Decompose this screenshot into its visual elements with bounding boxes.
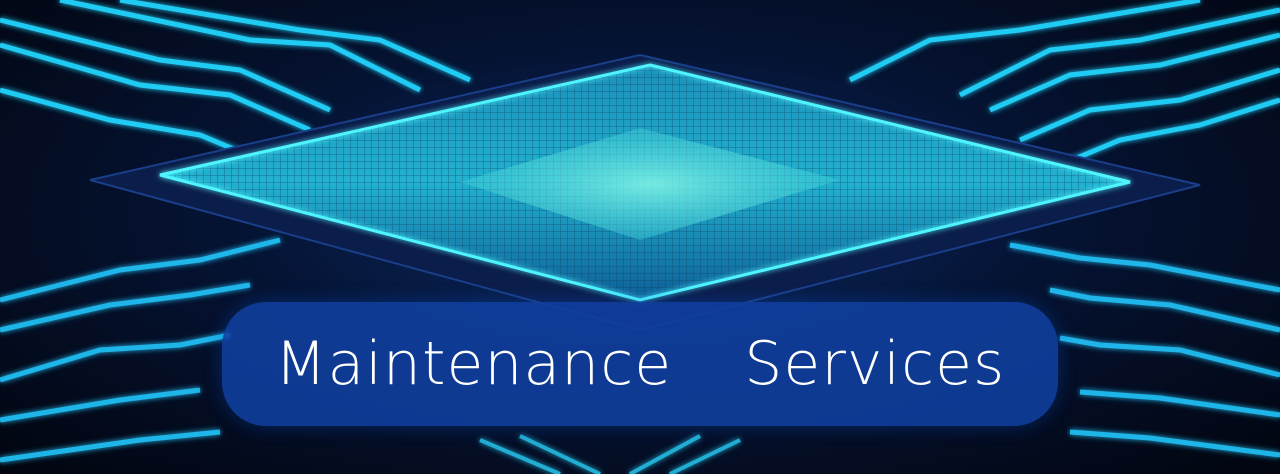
chip-die-edge <box>159 63 1131 302</box>
circuit-traces-bottom-right <box>1009 242 1280 458</box>
circuit-traces-top-right <box>848 0 1280 168</box>
circuit-traces-bottom-left <box>0 237 281 463</box>
banner-title: Maintenance Services <box>274 329 1006 399</box>
circuit-traces-bottom-center <box>479 434 741 474</box>
chip-core <box>460 128 840 240</box>
circuit-traces-top-left <box>0 0 472 163</box>
title-pill: Maintenance Services <box>222 302 1058 426</box>
